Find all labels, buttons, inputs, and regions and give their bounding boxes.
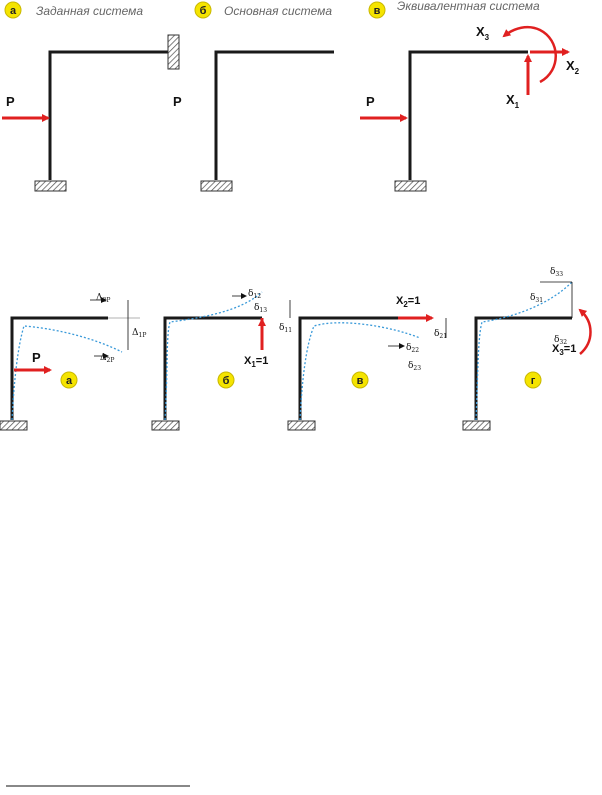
delta-23-label: δ23 (408, 361, 421, 372)
badge-a-text: а (10, 5, 17, 17)
badge-bottom-b-text: б (223, 375, 230, 387)
force-X2-label: X2 (566, 58, 580, 76)
delta-32-label: δ32 (554, 335, 567, 346)
badge-bottom-b: б (217, 371, 235, 389)
delta-33-label: δ33 (550, 267, 563, 278)
badge-c-text: в (374, 5, 381, 17)
X2-unit-label: X2=1 (396, 295, 420, 309)
scheme-d-X3: X3=1 δ33 δ31 δ32 г (462, 267, 592, 431)
panel-b-basic-system: б Основная система P (173, 1, 334, 192)
delta-13-label: δ13 (254, 303, 267, 314)
scheme-b-X1: X1=1 δ12 δ13 δ11 б (151, 289, 292, 431)
scheme-c-X2: X2=1 δ21 δ22 δ23 в (287, 295, 447, 431)
deflection-scheme-a (11, 325, 123, 421)
support-scheme-d (462, 420, 491, 431)
support-scheme-a (0, 420, 28, 431)
badge-c: в (368, 1, 386, 19)
X3-moment-arc (578, 308, 592, 355)
frame-basic (214, 50, 334, 180)
moment-X3-label: X3 (476, 24, 490, 42)
X3-unit-label: X3=1 (552, 343, 576, 357)
caption-basic-system: Основная система (224, 4, 332, 18)
X1-unit-label: X1=1 (244, 355, 268, 369)
badge-bottom-a-text: а (66, 375, 73, 387)
scheme-a-load-P: Δ3P Δ1P Δ2P P а (0, 293, 146, 431)
badge-bottom-c-text: в (357, 375, 364, 387)
badge-b: б (194, 1, 212, 19)
badge-b-text: б (200, 5, 207, 17)
badge-bottom-d: г (524, 371, 542, 389)
frame-scheme-d (474, 316, 572, 420)
panel-a-given-system: а Заданная система P (2, 1, 180, 192)
support-scheme-b (151, 420, 180, 431)
frame-scheme-a (10, 316, 108, 420)
delta-3P-label: Δ3P (96, 293, 110, 304)
frame-scheme-c (298, 316, 398, 420)
delta-31-label: δ31 (530, 293, 543, 304)
frame-scheme-b (163, 316, 262, 420)
delta-2P-label: Δ2P (100, 353, 114, 364)
caption-given-system: Заданная система (36, 4, 143, 18)
load-P-label-bottom: P (32, 350, 41, 365)
load-P-label-c: P (366, 94, 375, 109)
fixed-support-bottom-a (34, 180, 67, 192)
support-scheme-c (287, 420, 316, 431)
delta-22-label: δ22 (406, 343, 419, 354)
deflection-scheme-d (475, 281, 573, 421)
load-P-label-b: P (173, 94, 182, 109)
badge-bottom-a: а (60, 371, 78, 389)
badge-a: а (4, 1, 22, 19)
load-P-label-a: P (6, 94, 15, 109)
fixed-support-bottom-b (200, 180, 233, 192)
badge-bottom-d-text: г (531, 375, 536, 387)
fixed-support-bottom-c (394, 180, 427, 192)
panel-c-equivalent-system: в Эквивалентная система P X1 X2 X3 (360, 0, 580, 192)
badge-bottom-c: в (351, 371, 369, 389)
delta-12-label: δ12 (248, 289, 261, 300)
caption-equivalent-system: Эквивалентная система (397, 0, 540, 13)
delta-21-label: δ21 (434, 329, 447, 340)
frame-given (48, 50, 168, 180)
fixed-support-right (167, 34, 180, 70)
deflection-scheme-c (299, 322, 421, 421)
frame-equivalent (408, 50, 528, 180)
moment-X3-arc (502, 25, 557, 84)
deflection-scheme-b (164, 291, 263, 421)
force-X1-label: X1 (506, 92, 520, 110)
delta-11-label: δ11 (279, 323, 292, 334)
delta-1P-label: Δ1P (132, 328, 146, 339)
